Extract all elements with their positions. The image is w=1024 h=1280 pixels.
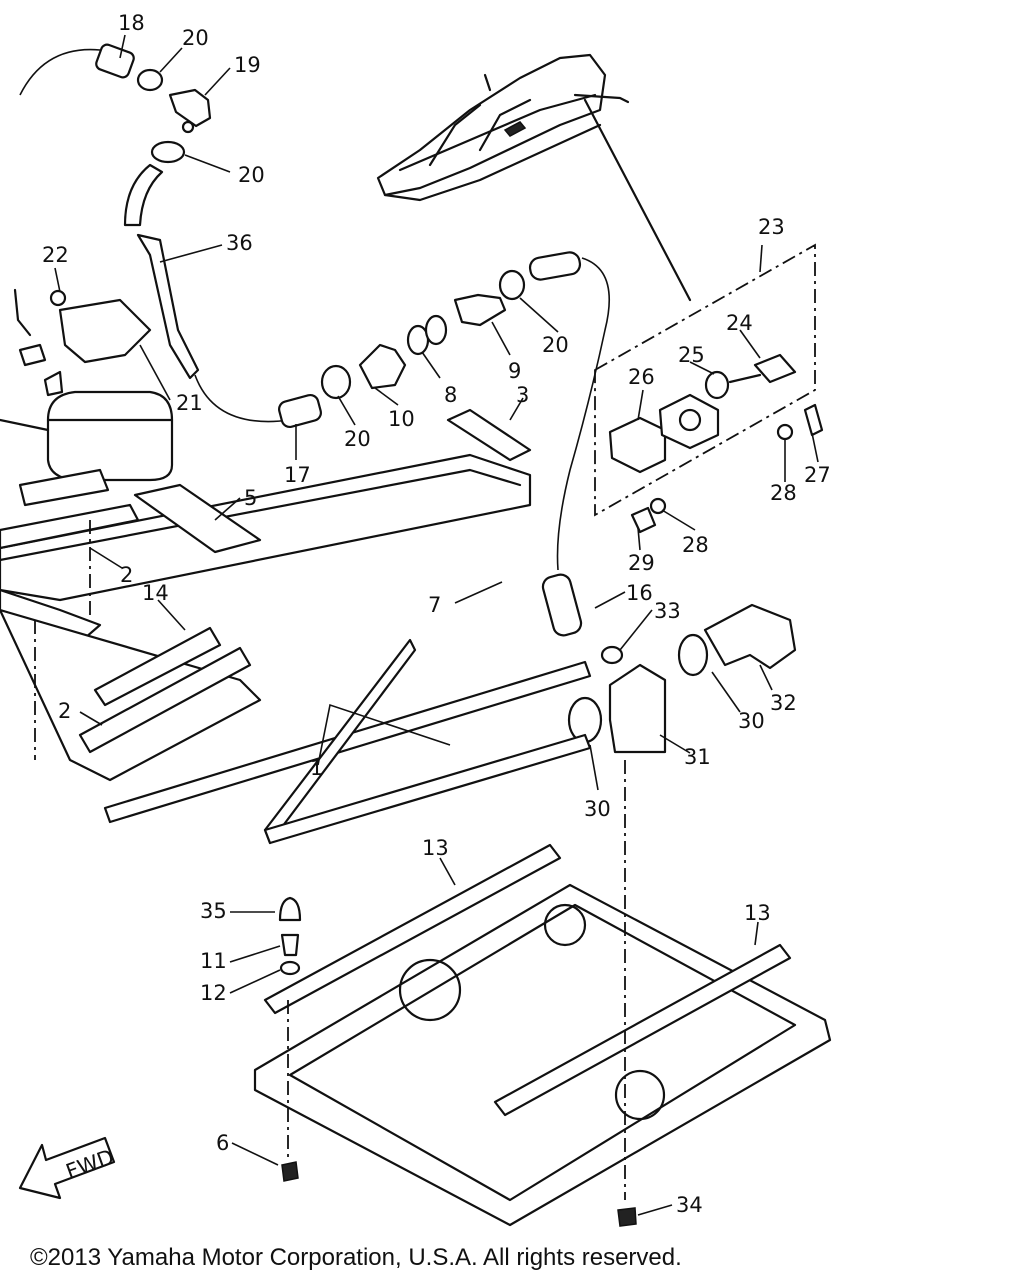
strap-13-left <box>263 843 562 1015</box>
callout-31: 31 <box>684 745 711 769</box>
callout-23: 23 <box>758 215 785 239</box>
callout-26: 26 <box>628 365 655 389</box>
plate-14 <box>93 626 222 707</box>
callout-20: 20 <box>182 26 209 50</box>
washer-12 <box>279 960 301 976</box>
callout-19: 19 <box>234 53 261 77</box>
callout-16: 16 <box>626 581 653 605</box>
callout-24: 24 <box>726 311 753 335</box>
callout-10: 10 <box>388 407 415 431</box>
fitting-10 <box>358 343 407 390</box>
callout-36: 36 <box>226 231 253 255</box>
clamp-20-lower <box>320 364 352 400</box>
outlet-fittings <box>541 573 797 754</box>
callout-21: 21 <box>176 391 203 415</box>
callout-29: 29 <box>628 551 655 575</box>
hose-assembly-top <box>19 43 291 423</box>
clamp-20-right <box>498 269 526 301</box>
callout-labels: 18 20 19 20 36 22 21 17 20 10 8 9 20 3 2… <box>42 11 831 1217</box>
plate-5 <box>133 483 262 554</box>
fuel-tank <box>0 288 174 482</box>
elbow-32 <box>703 603 797 670</box>
callout-13: 13 <box>422 836 449 860</box>
washer-28-bottom <box>649 497 667 515</box>
hull-plate <box>253 760 832 1227</box>
washer-28-right <box>776 423 794 441</box>
cap-35 <box>278 896 302 922</box>
strap-13-right <box>493 943 792 1117</box>
callout-5: 5 <box>244 486 257 510</box>
fittings-row <box>278 251 611 571</box>
nut-29 <box>630 506 657 534</box>
valve-31 <box>608 663 667 754</box>
clamp-20-top <box>136 68 164 92</box>
copyright-notice: ©2013 Yamaha Motor Corporation, U.S.A. A… <box>30 1244 682 1271</box>
callout-6: 6 <box>216 1131 229 1155</box>
callout-22: 22 <box>42 243 69 267</box>
callout-20: 20 <box>542 333 569 357</box>
hose-curve <box>123 163 164 227</box>
hose-16 <box>541 573 583 637</box>
callout-14: 14 <box>142 581 169 605</box>
bolt-6 <box>281 1161 299 1182</box>
parts-diagram: 18 20 19 20 36 22 21 17 20 10 8 9 20 3 2… <box>0 11 832 1227</box>
callout-27: 27 <box>804 463 831 487</box>
callout-1: 1 <box>310 756 323 780</box>
valve-24 <box>753 353 797 384</box>
plate-3 <box>446 408 532 462</box>
clamp-20-second <box>150 140 186 164</box>
callout-11: 11 <box>200 949 227 973</box>
callout-32: 32 <box>770 691 797 715</box>
clamp-33 <box>600 645 624 665</box>
callout-7: 7 <box>428 593 441 617</box>
bolt-27 <box>803 403 824 437</box>
callout-2: 2 <box>58 699 71 723</box>
hose-36 <box>136 233 200 380</box>
fitting-19 <box>168 88 212 128</box>
callout-20: 20 <box>344 427 371 451</box>
hose-18 <box>95 43 135 79</box>
bracket-21 <box>58 298 152 364</box>
plate-2-lower <box>78 646 252 754</box>
callout-9: 9 <box>508 359 521 383</box>
rail-1-long <box>103 660 592 824</box>
flush-kit-23 <box>594 243 824 534</box>
leader-lines <box>54 34 819 1216</box>
watercraft-illustration <box>376 53 692 302</box>
oring-25 <box>704 370 730 400</box>
callout-2: 2 <box>120 563 133 587</box>
hose-upper-right <box>528 251 582 281</box>
nut-9 <box>453 293 507 327</box>
callout-30: 30 <box>738 709 765 733</box>
pin-11 <box>280 933 300 957</box>
callout-28: 28 <box>682 533 709 557</box>
callout-34: 34 <box>676 1193 703 1217</box>
clamp-30-right <box>677 633 709 677</box>
callout-20: 20 <box>238 163 265 187</box>
callout-8: 8 <box>444 383 457 407</box>
washer-8b <box>424 314 448 346</box>
callout-30: 30 <box>584 797 611 821</box>
callout-25: 25 <box>678 343 705 367</box>
gasket-26 <box>608 416 667 474</box>
callout-17: 17 <box>284 463 311 487</box>
callout-28: 28 <box>770 481 797 505</box>
callout-33: 33 <box>654 599 681 623</box>
callout-13: 13 <box>744 901 771 925</box>
callout-35: 35 <box>200 899 227 923</box>
callout-12: 12 <box>200 981 227 1005</box>
fwd-direction-arrow: FWD <box>18 1136 117 1200</box>
bolt-34 <box>617 1207 637 1227</box>
callout-18: 18 <box>118 11 145 35</box>
rail-assembly <box>0 408 592 845</box>
callout-3: 3 <box>516 383 529 407</box>
hose-17 <box>278 393 322 429</box>
